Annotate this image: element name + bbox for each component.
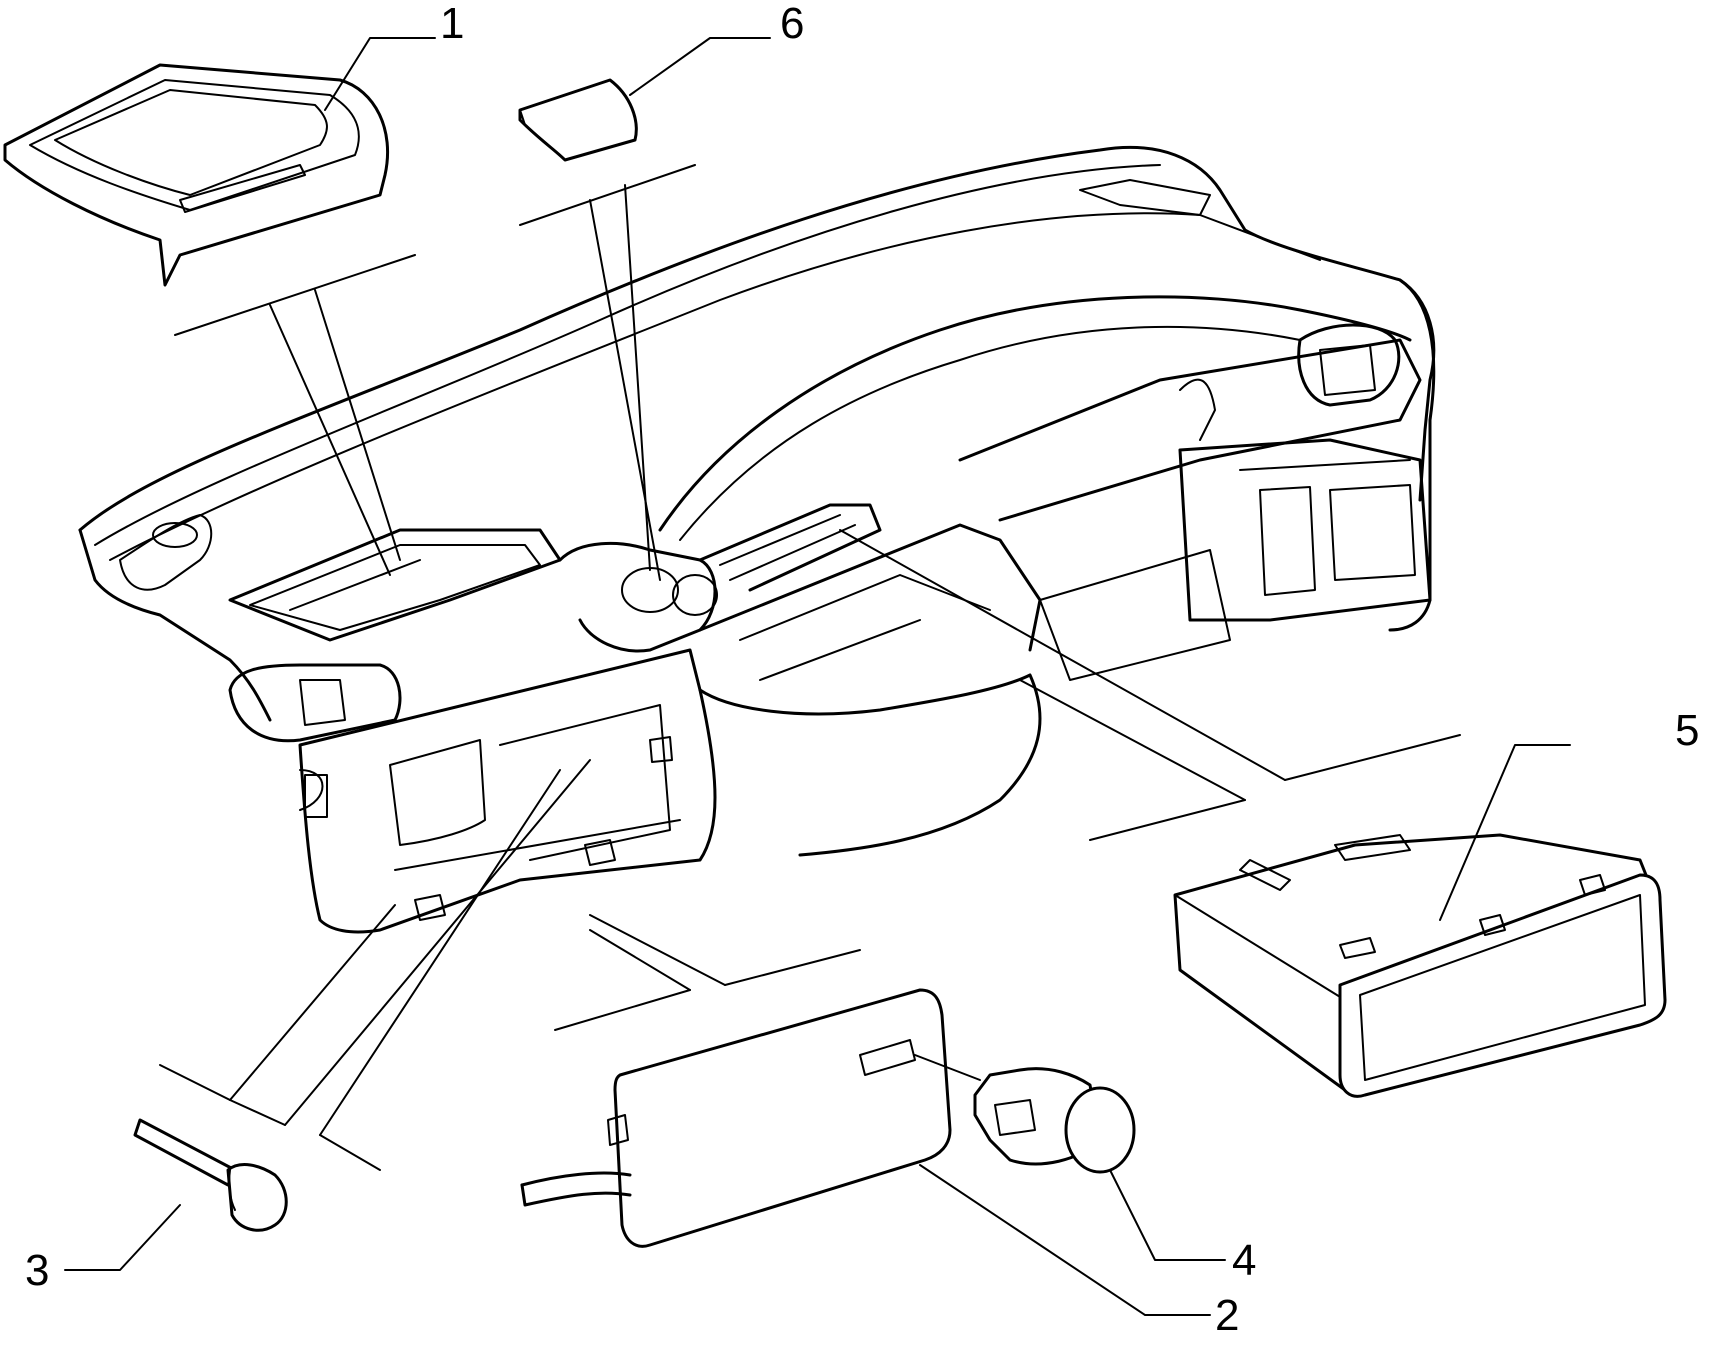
part-1-top-tray bbox=[3, 63, 390, 287]
callout-6-label: 6 bbox=[780, 0, 804, 48]
part-6-cap bbox=[518, 78, 638, 162]
callout-2-label: 2 bbox=[1215, 1291, 1239, 1340]
leader-lines bbox=[64, 37, 1571, 1316]
dashboard-assembly bbox=[78, 145, 1436, 934]
callout-1-label: 1 bbox=[440, 0, 464, 48]
part-5-storage-pocket bbox=[1173, 833, 1667, 1098]
part-3-pin bbox=[133, 1118, 288, 1232]
part-2-panel bbox=[520, 988, 952, 1248]
callout-3-label: 3 bbox=[25, 1246, 49, 1295]
callout-5-label: 5 bbox=[1675, 706, 1699, 755]
callout-4-label: 4 bbox=[1232, 1236, 1256, 1285]
part-4-lighter bbox=[973, 1067, 1136, 1174]
